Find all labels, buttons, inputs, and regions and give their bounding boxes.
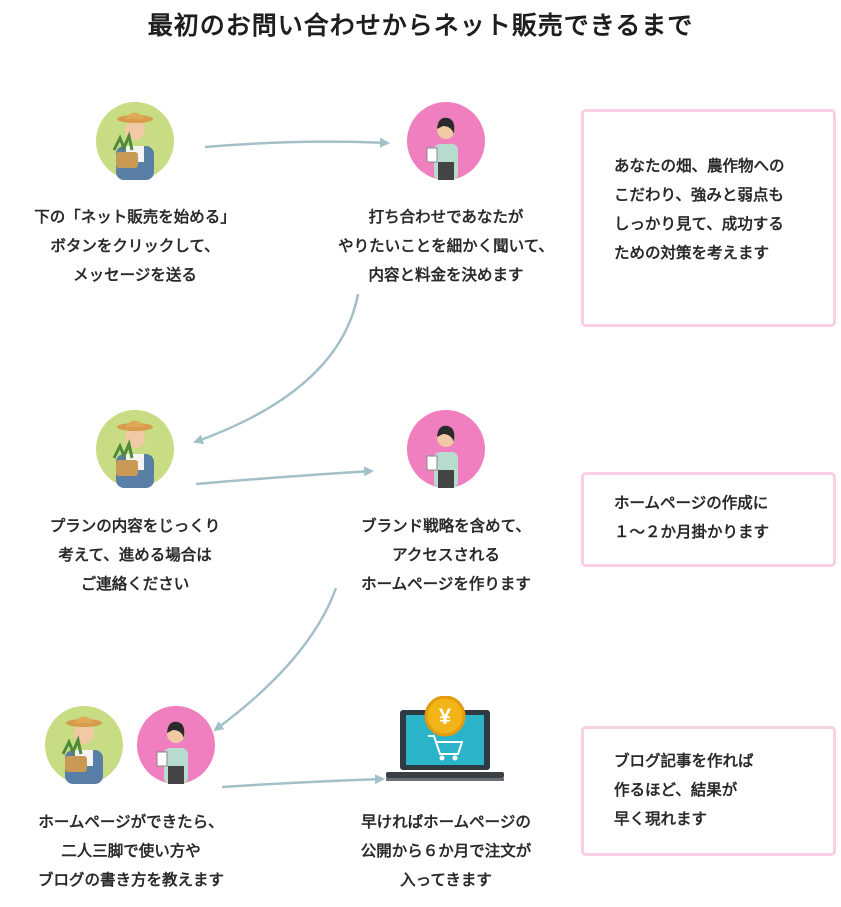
consultant-avatar-icon bbox=[407, 102, 485, 180]
consultant-avatar-icon bbox=[137, 706, 215, 784]
arrow-step2-to-step3 bbox=[193, 293, 360, 445]
step-2-caption: 打ち合わせであなたがやりたいことを細かく聞いて、内容と料金を決めます bbox=[338, 208, 554, 284]
diagram-title: 最初のお問い合わせからネット販売できるまで bbox=[147, 11, 694, 40]
note-consultation: あなたの畑、農作物へのこだわり、強みと弱点もしっかり見て、成功するための対策を考… bbox=[581, 109, 836, 327]
farmer-avatar-icon bbox=[45, 706, 123, 784]
consultant-avatar-icon bbox=[407, 410, 485, 488]
step-4-caption: ブランド戦略を含めて、アクセスされるホームページを作ります bbox=[361, 517, 531, 593]
arrow-step1-to-step2 bbox=[204, 137, 390, 149]
farmer-avatar-icon bbox=[96, 410, 174, 488]
yen-symbol: ¥ bbox=[439, 704, 452, 729]
farmer-avatar-icon bbox=[96, 102, 174, 180]
arrow-step4-to-step5 bbox=[213, 587, 338, 732]
step-6-caption: 早ければホームページの公開から６か月で注文が入ってきます bbox=[360, 813, 532, 889]
arrow-step3-to-step4 bbox=[195, 466, 374, 486]
step-5-caption: ホームページができたら、二人三脚で使い方やブログの書き方を教えます bbox=[37, 813, 224, 889]
step-1-caption: 下の「ネット販売を始める」ボタンをクリックして、メッセージを送る bbox=[34, 208, 236, 284]
note-blog: ブログ記事を作れば作るほど、結果が早く現れます bbox=[581, 726, 836, 856]
step-3-caption: プランの内容をじっくり考えて、進める場合はご連絡ください bbox=[49, 517, 221, 593]
arrow-step5-to-step6 bbox=[221, 774, 385, 789]
laptop-shopping-cart-yen-icon: ¥ bbox=[386, 696, 504, 781]
